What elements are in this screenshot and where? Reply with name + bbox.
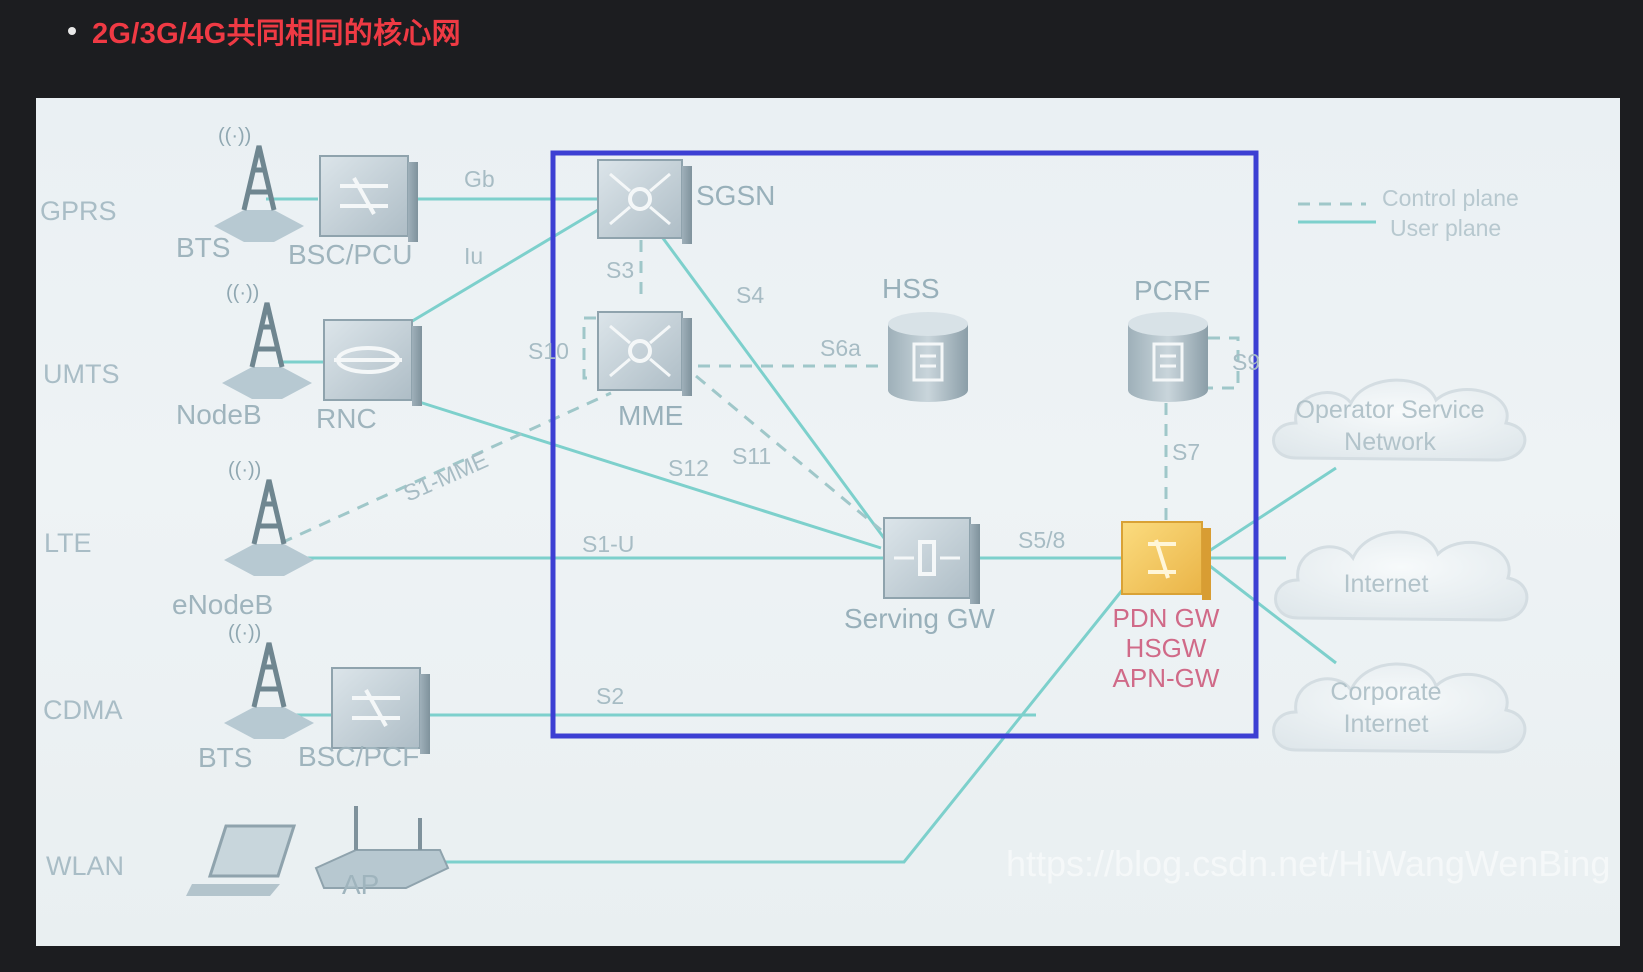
corporate-internet-cloud: Corporate Internet [1272, 662, 1527, 754]
legend-control-plane-label: Control plane [1382, 185, 1519, 211]
core-node-icons [597, 159, 1211, 604]
s11-interface-label: S11 [732, 443, 771, 469]
antenna-tower-icons: ((·)) ((·)) ((·)) ((·)) [214, 125, 314, 739]
s5-8-interface-label: S5/8 [1018, 527, 1065, 553]
serving-gw-switch-icon [883, 517, 980, 604]
wlan-label: WLAN [46, 851, 124, 881]
pdn-gw-label: PDN GW [1113, 603, 1220, 633]
control-plane-links [280, 240, 1240, 545]
hsgw-label: HSGW [1126, 633, 1207, 663]
svg-text:((·)): ((·)) [228, 459, 261, 481]
wlan-link [434, 572, 1138, 864]
svg-text:((·)): ((·)) [218, 125, 251, 147]
hss-label: HSS [882, 273, 940, 304]
pdn-operator-link [1205, 466, 1337, 555]
operator-cloud-line1: Operator Service [1296, 396, 1485, 424]
pcrf-database-icon [1128, 312, 1208, 402]
bsc-pcu-switch-icon [319, 155, 418, 242]
hss-database-icon [888, 312, 968, 402]
s10-interface-label: S10 [528, 338, 569, 364]
core-node-labels: SGSN MME HSS PCRF Serving GW PDN GW HSGW… [618, 180, 1220, 693]
s12-interface-label: S12 [668, 455, 709, 481]
core-network-figure: GPRS UMTS LTE CDMA WLAN ((·)) ((·)) ((·)… [36, 98, 1620, 946]
gb-interface-label: Gb [464, 166, 495, 192]
legend-user-plane-label: User plane [1390, 215, 1501, 241]
cdma-label: CDMA [43, 695, 123, 725]
s1-u-interface-label: S1-U [582, 531, 634, 557]
pcrf-label: PCRF [1134, 275, 1210, 306]
nodeb-label: NodeB [176, 399, 262, 430]
pdn-corporate-link [1205, 561, 1337, 665]
internet-cloud: Internet [1274, 530, 1529, 622]
mme-label: MME [618, 400, 683, 431]
svg-text:((·)): ((·)) [226, 282, 259, 304]
s9-loop [1208, 336, 1240, 390]
bsc-pcu-label: BSC/PCU [288, 239, 412, 270]
operator-service-cloud: Operator Service Network [1272, 378, 1527, 462]
apn-gw-label: APN-GW [1113, 663, 1220, 693]
access-node-labels: BTS BSC/PCU NodeB RNC eNodeB BTS BSC/PCF… [172, 232, 419, 900]
s10-loop [582, 316, 596, 380]
pdn-gw-switch-icon [1121, 521, 1211, 600]
common-core-highlight-box [550, 150, 1259, 739]
bts-cdma-label: BTS [198, 742, 252, 773]
s11-link [695, 374, 882, 532]
nodeb-tower-icon: ((·)) [222, 282, 312, 399]
heading-row: 2G/3G/4G共同相同的核心网 [68, 10, 461, 52]
bts-gprs-label: BTS [176, 232, 230, 263]
sgsn-label: SGSN [696, 180, 775, 211]
enodeb-label: eNodeB [172, 589, 273, 620]
svg-text:((·)): ((·)) [228, 622, 261, 644]
serving-gw-label: Serving GW [844, 603, 995, 634]
csdn-watermark: https://blog.csdn.net/HiWangWenBing [1006, 843, 1610, 884]
access-node-icons [186, 155, 450, 896]
page-heading: 2G/3G/4G共同相同的核心网 [92, 18, 461, 50]
lte-label: LTE [44, 528, 92, 558]
iu-interface-label: Iu [464, 243, 483, 269]
bsc-pcf-label: BSC/PCF [298, 741, 419, 772]
s1-mme-link [280, 391, 612, 545]
s9-interface-label: S9 [1232, 349, 1260, 375]
gprs-label: GPRS [40, 196, 117, 226]
corporate-cloud-line2: Internet [1344, 710, 1429, 738]
cdma-bts-tower-icon: ((·)) [224, 622, 314, 739]
external-network-clouds: Operator Service Network Internet Corpor… [1272, 378, 1529, 754]
s4-interface-label: S4 [736, 282, 764, 308]
bsc-pcf-switch-icon [331, 667, 430, 754]
operator-cloud-line2: Network [1344, 428, 1436, 456]
s12-link [415, 399, 882, 550]
bullet-dot [68, 27, 76, 35]
bts-tower-icon: ((·)) [214, 125, 304, 242]
mme-switch-icon [597, 311, 692, 396]
enodeb-tower-icon: ((·)) [224, 459, 314, 576]
iu-link [403, 208, 599, 328]
sgsn-switch-icon [597, 159, 692, 244]
ap-label: AP [342, 869, 379, 900]
s2-interface-label: S2 [596, 683, 624, 709]
s7-interface-label: S7 [1172, 439, 1200, 465]
access-technology-labels: GPRS UMTS LTE CDMA WLAN [40, 196, 124, 881]
s1-mme-interface-label: S1-MME [399, 446, 491, 506]
s6a-interface-label: S6a [820, 335, 861, 361]
network-diagram: GPRS UMTS LTE CDMA WLAN ((·)) ((·)) ((·)… [40, 125, 1610, 900]
s4-link [652, 225, 886, 539]
internet-cloud-label: Internet [1344, 570, 1429, 598]
rnc-router-icon [323, 319, 422, 406]
laptop-icon [186, 824, 297, 896]
user-plane-links [266, 197, 1337, 864]
legend: Control plane User plane [1298, 185, 1519, 241]
access-point-icon [314, 806, 450, 889]
s3-interface-label: S3 [606, 257, 634, 283]
corporate-cloud-line1: Corporate [1330, 678, 1441, 706]
umts-label: UMTS [43, 359, 120, 389]
rnc-label: RNC [316, 403, 377, 434]
